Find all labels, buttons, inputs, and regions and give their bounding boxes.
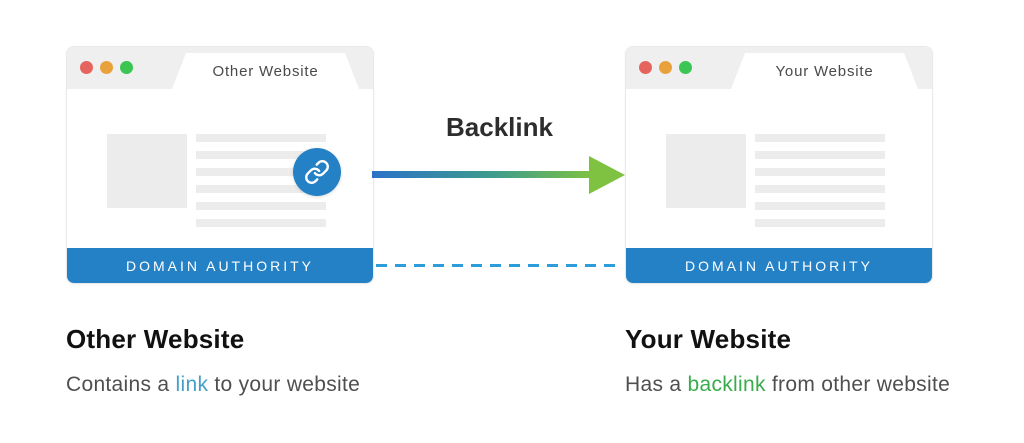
tab-title: Other Website (212, 62, 319, 80)
dot-green-icon (679, 61, 692, 74)
caption-body-prefix: Contains a (66, 373, 176, 396)
text-placeholder-lines (755, 134, 885, 236)
backlink-highlight: backlink (687, 373, 766, 396)
text-line (755, 168, 885, 176)
text-line (196, 202, 326, 210)
browser-header: Other Website (67, 47, 373, 89)
dot-green-icon (120, 61, 133, 74)
window-controls (80, 61, 133, 74)
caption-title: Your Website (625, 324, 792, 354)
caption-body: Contains a link to your website (66, 373, 546, 397)
text-line (755, 202, 885, 210)
browser-tab: Your Website (731, 53, 918, 89)
your-website-window: Your Website DOMAIN AUTHORITY (625, 46, 933, 284)
other-website-caption: Other Website Contains a link to your we… (66, 324, 546, 397)
domain-authority-dashed-connector (376, 264, 623, 267)
link-icon (305, 160, 329, 184)
text-line (755, 219, 885, 227)
image-placeholder (107, 134, 187, 208)
backlink-label: Backlink (446, 112, 553, 142)
other-website-window: Other Website DOMAIN AUTHORITY (66, 46, 374, 284)
domain-authority-bar: DOMAIN AUTHORITY (626, 248, 932, 283)
link-highlight: link (175, 373, 209, 396)
text-line (755, 151, 885, 159)
text-line (196, 185, 326, 193)
backlink-arrow-head-icon (589, 156, 625, 194)
dot-red-icon (639, 61, 652, 74)
caption-body-suffix: from other website (765, 373, 951, 396)
domain-authority-bar: DOMAIN AUTHORITY (67, 248, 373, 283)
text-line (196, 134, 326, 142)
browser-tab: Other Website (172, 53, 359, 89)
dot-red-icon (80, 61, 93, 74)
caption-body: Has a backlink from other website (625, 373, 1024, 397)
text-line (755, 134, 885, 142)
text-placeholder-lines (196, 134, 326, 236)
text-line (196, 151, 326, 159)
page-content (67, 89, 373, 248)
text-line (196, 168, 326, 176)
image-placeholder (666, 134, 746, 208)
text-line (196, 219, 326, 227)
backlink-arrow-icon (372, 171, 594, 178)
your-website-caption: Your Website Has a backlink from other w… (625, 324, 1024, 397)
tab-title: Your Website (775, 62, 874, 80)
caption-body-prefix: Has a (625, 373, 688, 396)
browser-header: Your Website (626, 47, 932, 89)
dot-orange-icon (659, 61, 672, 74)
text-line (755, 185, 885, 193)
caption-body-suffix: to your website (208, 373, 361, 396)
page-content (626, 89, 932, 248)
dot-orange-icon (100, 61, 113, 74)
caption-title: Other Website (66, 324, 245, 354)
window-controls (639, 61, 692, 74)
link-badge (293, 148, 341, 196)
